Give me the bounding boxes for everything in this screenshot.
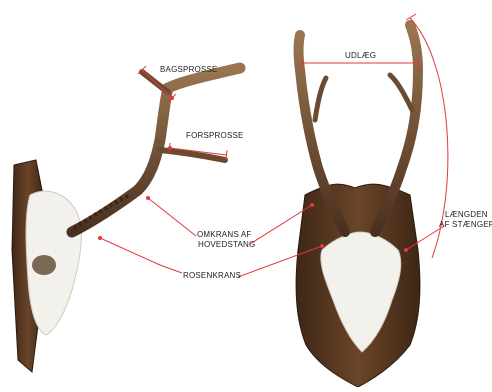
front-right-tine: [390, 75, 412, 110]
omkrans-line: [148, 198, 196, 236]
label-forsprosse: FORSPROSSE: [186, 131, 244, 141]
side-main-beam: [72, 68, 240, 232]
label-udlaeg: UDLÆG: [345, 51, 376, 61]
label-omkrans-line1: OMKRANS AF: [197, 230, 251, 240]
front-left-tine: [315, 78, 326, 120]
front-view-trophy: [296, 25, 420, 387]
label-laengden-line1: LÆNGDEN: [445, 210, 488, 220]
label-laengden-line2: AF STÆNGER: [439, 220, 492, 230]
side-skull-eye: [32, 255, 56, 275]
label-omkrans-line2: HOVEDSTANG: [198, 240, 255, 250]
rosenkrans-line: [100, 238, 182, 273]
side-view-trophy: [12, 68, 240, 372]
label-rosenkrans: ROSENKRANS: [183, 271, 241, 281]
side-front-tine: [160, 150, 225, 160]
label-bagsprosse: BAGSPROSSE: [160, 65, 218, 75]
